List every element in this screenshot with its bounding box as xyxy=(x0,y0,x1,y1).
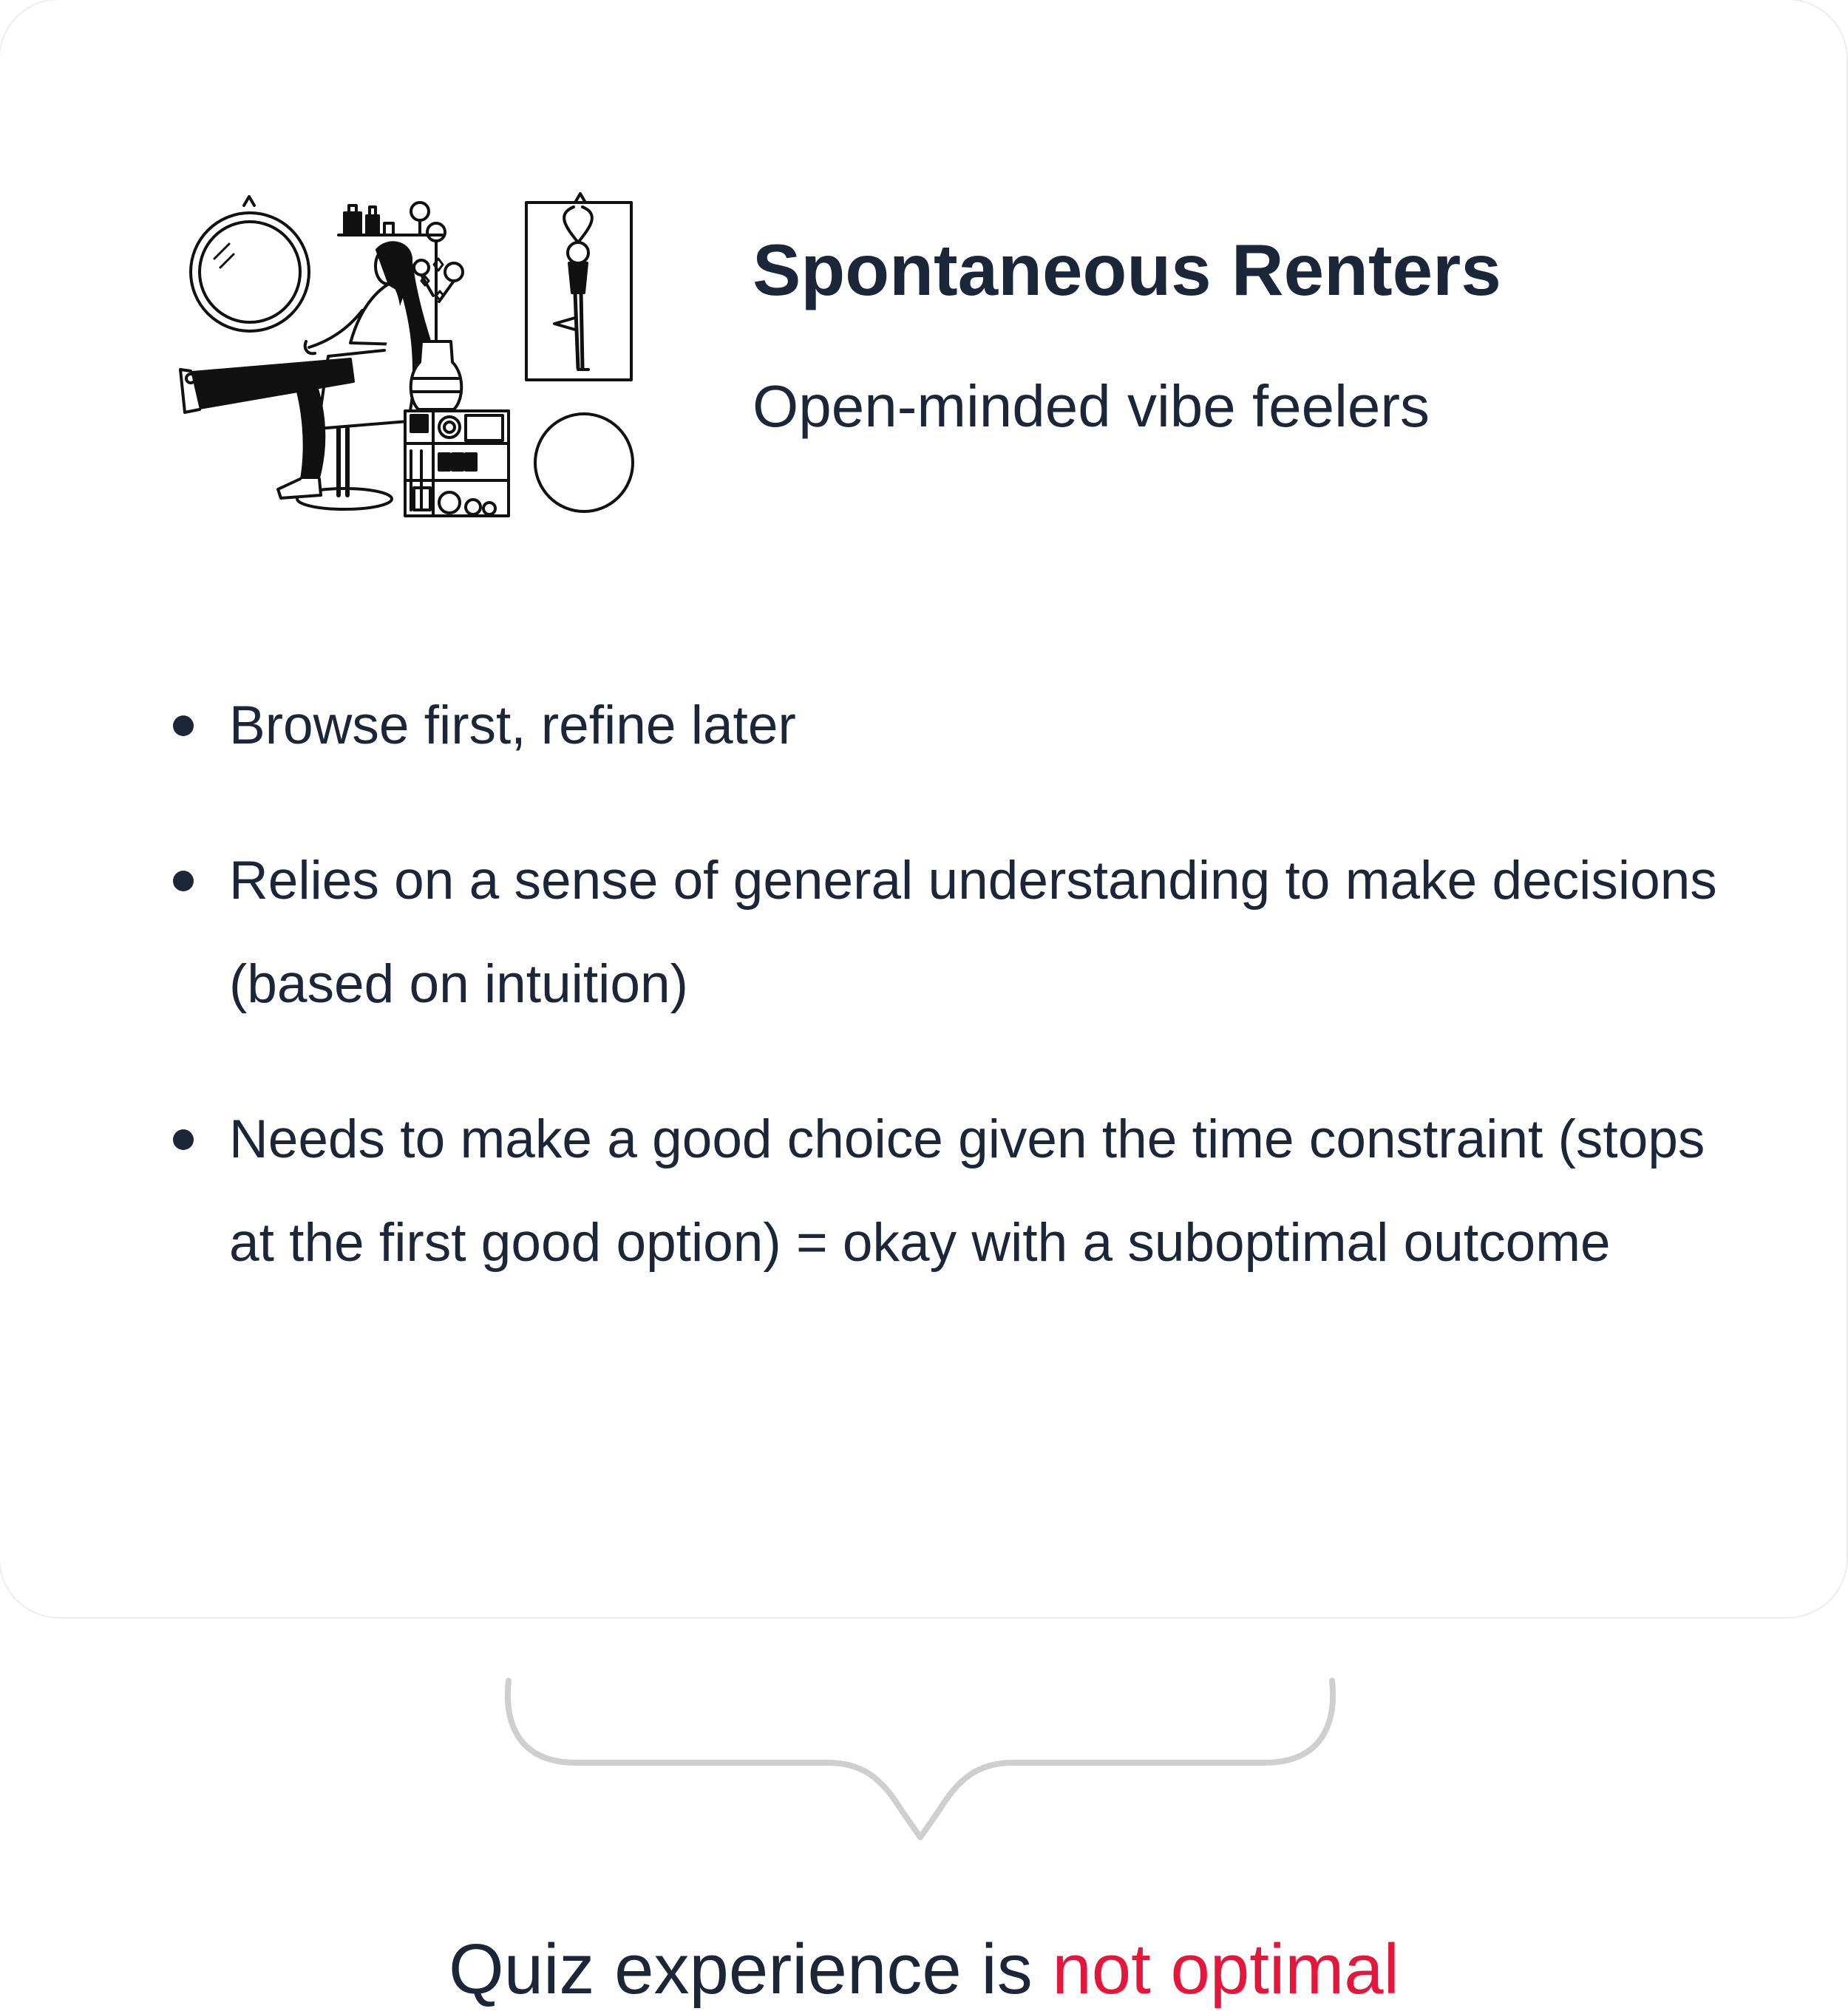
trait-list: Browse first, refine later Relies on a s… xyxy=(170,674,1722,1347)
conclusion-highlight: not optimal xyxy=(1052,1930,1399,2009)
conclusion-text: Quiz experience is not optimal xyxy=(0,1930,1848,2009)
persona-name: Spontaneous Renters xyxy=(753,229,1501,310)
person-relaxing-in-chair-illustration xyxy=(179,192,634,517)
trait-item: Relies on a sense of general understandi… xyxy=(170,829,1722,1036)
persona-card: Spontaneous Renters Open-minded vibe fee… xyxy=(170,192,1722,1347)
trait-item: Browse first, refine later xyxy=(170,674,1722,778)
conclusion-prefix: Quiz experience is xyxy=(449,1930,1053,2009)
persona-tagline: Open-minded vibe feelers xyxy=(753,373,1430,439)
curly-brace-divider xyxy=(505,1678,1336,1840)
trait-item: Needs to make a good choice given the ti… xyxy=(170,1088,1722,1295)
